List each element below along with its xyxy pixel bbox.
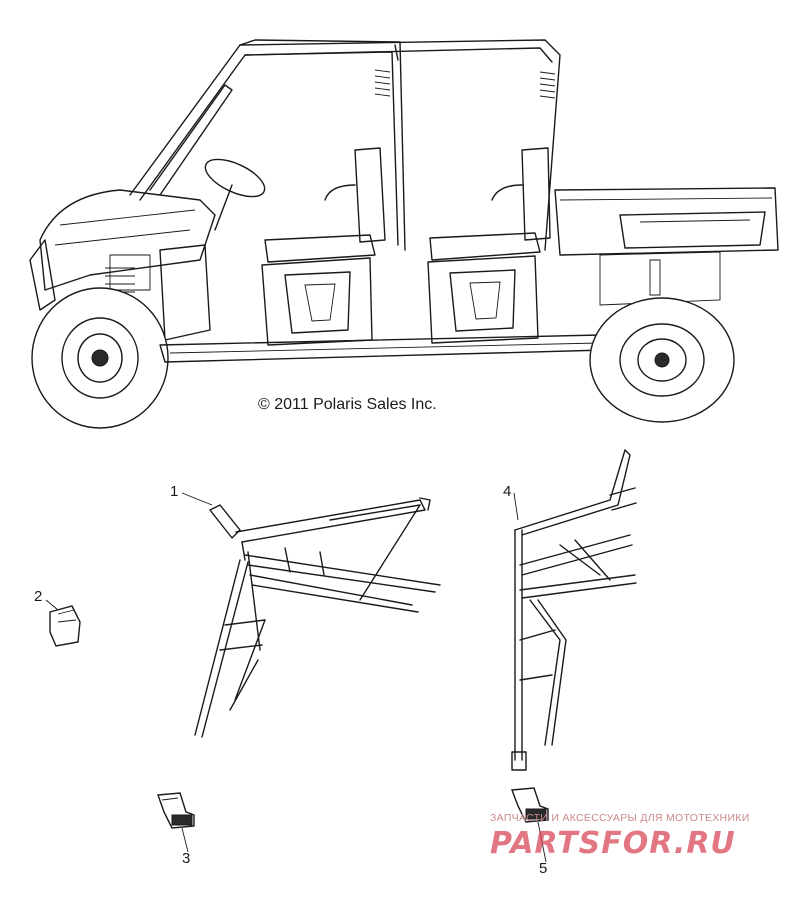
part-3-bracket bbox=[157, 792, 195, 829]
callout-1: 1 bbox=[170, 483, 179, 500]
callout-3: 3 bbox=[182, 850, 191, 867]
part-2-clip bbox=[49, 605, 81, 647]
watermark-logo: PARTSFOR.RU bbox=[490, 826, 736, 861]
copyright-notice: © 2011 Polaris Sales Inc. bbox=[258, 396, 437, 413]
callout-2: 2 bbox=[34, 588, 43, 605]
callout-4: 4 bbox=[503, 483, 512, 500]
part-1-front-door-frame bbox=[194, 497, 441, 738]
part-4-rear-door-frame bbox=[511, 449, 637, 771]
part-5-bracket bbox=[511, 787, 549, 823]
callout-5: 5 bbox=[539, 860, 548, 877]
watermark-tagline: ЗАПЧАСТИ И АКСЕССУАРЫ ДЛЯ МОТОТЕХНИКИ bbox=[490, 812, 750, 824]
utv-vehicle-illustration bbox=[29, 39, 779, 429]
callout-leaders bbox=[45, 492, 547, 863]
